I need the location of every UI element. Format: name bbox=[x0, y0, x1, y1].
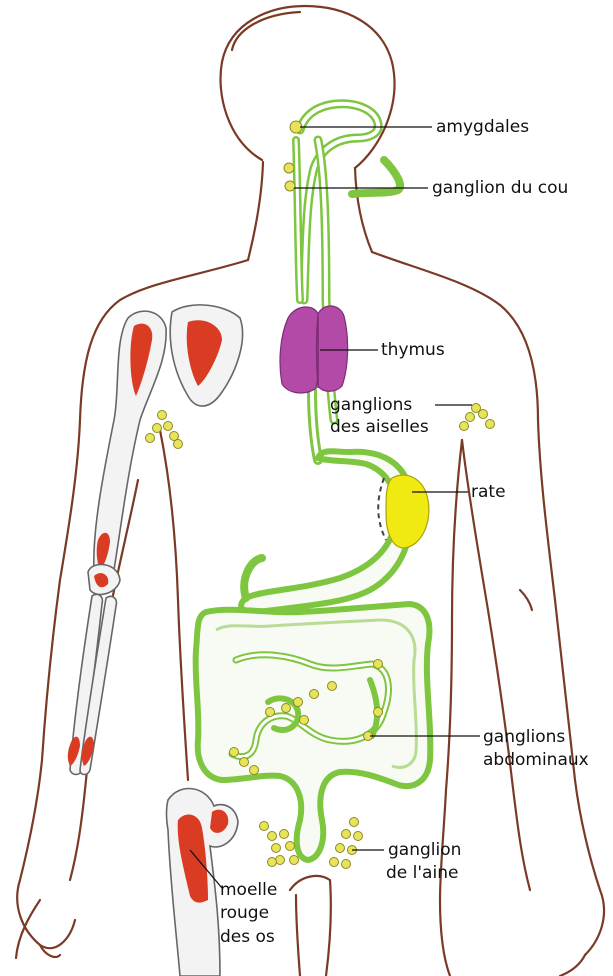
neck-node bbox=[284, 163, 294, 173]
label-ganglion-aine-line2: de l'aine bbox=[386, 863, 458, 883]
neck-node bbox=[285, 181, 295, 191]
label-thymus: thymus bbox=[381, 340, 445, 360]
label-moelle-line3: des os bbox=[220, 927, 275, 947]
label-ganglion-aine-line1: ganglion bbox=[388, 840, 461, 860]
label-moelle-line1: moelle bbox=[220, 880, 277, 900]
label-ganglion-du-cou: ganglion du cou bbox=[432, 178, 568, 198]
spleen-organ bbox=[386, 475, 429, 548]
label-amygdales: amygdales bbox=[436, 117, 529, 137]
label-ganglions-abdominaux-line2: abdominaux bbox=[483, 750, 589, 770]
label-ganglions-aisselles-line2: des aiselles bbox=[330, 417, 429, 437]
label-moelle-line2: rouge bbox=[220, 903, 269, 923]
label-ganglions-abdominaux-line1: ganglions bbox=[483, 727, 565, 747]
label-rate: rate bbox=[471, 482, 506, 502]
label-ganglions-aisselles-line1: ganglions bbox=[330, 395, 412, 415]
stomach bbox=[241, 451, 412, 612]
